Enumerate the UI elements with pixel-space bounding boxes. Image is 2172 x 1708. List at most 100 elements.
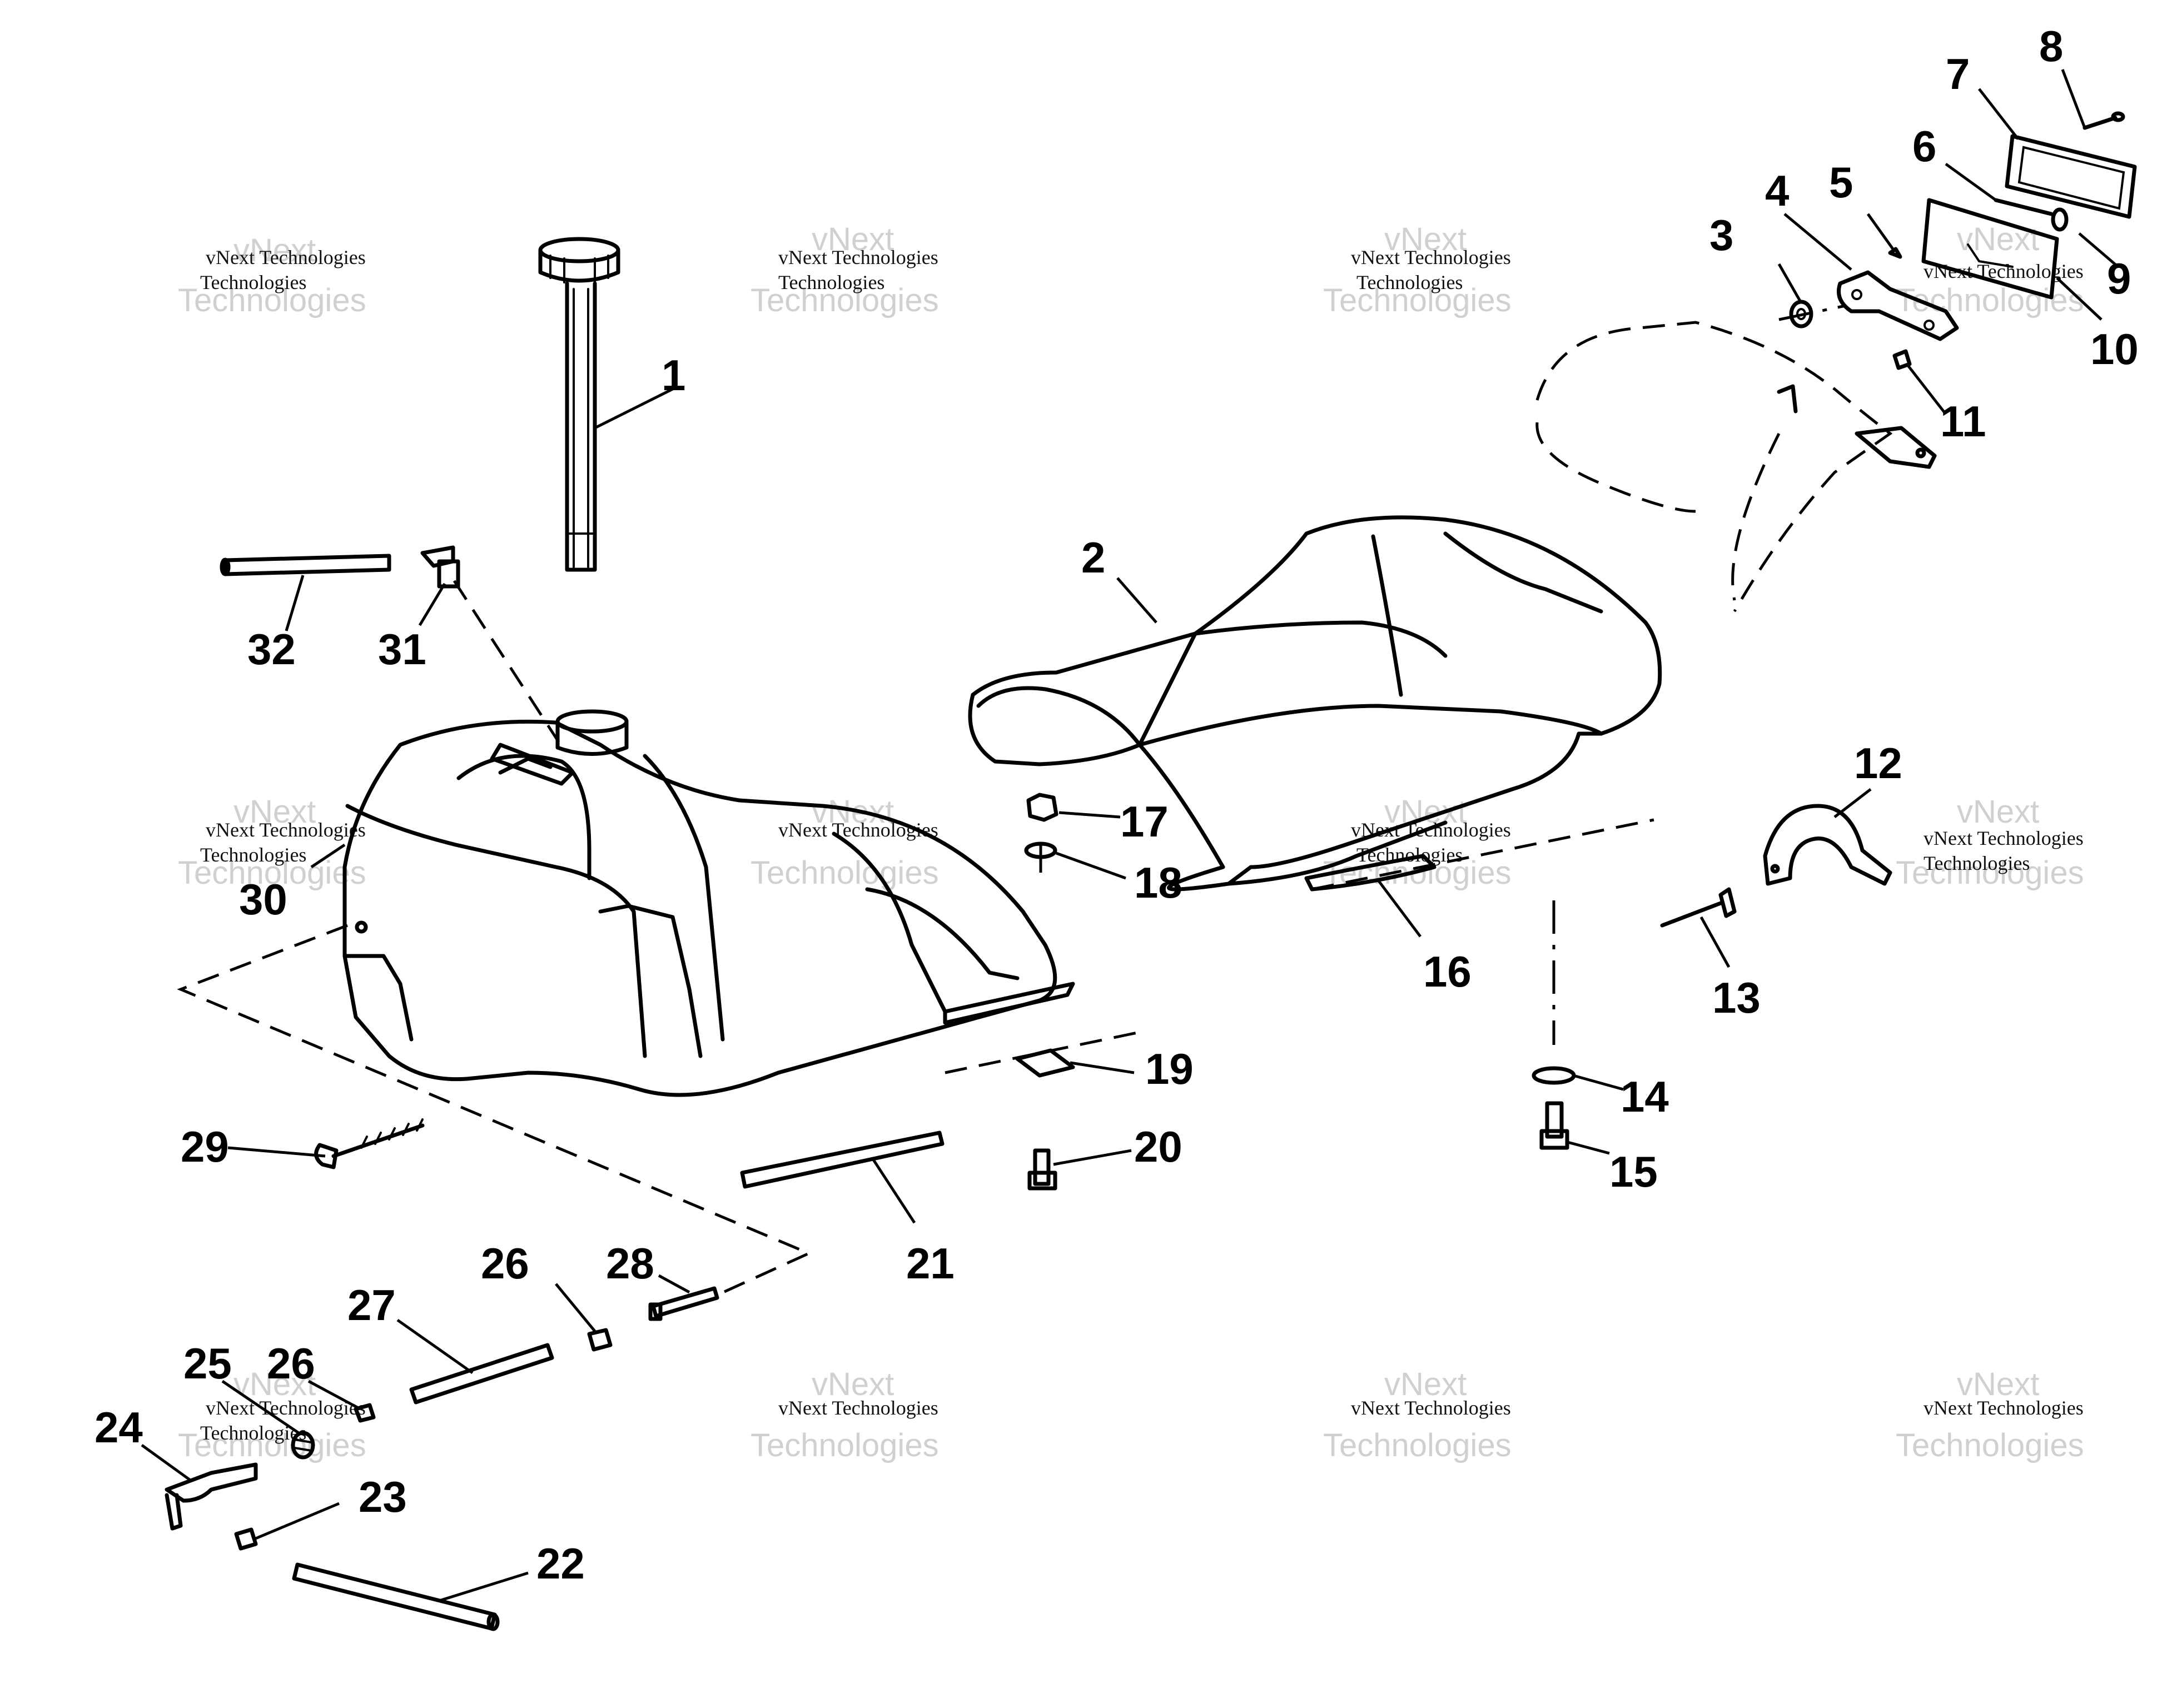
watermark-large: Technologies — [1323, 1427, 1512, 1463]
hose-end — [486, 1612, 500, 1631]
washer-body — [1532, 1066, 1576, 1085]
seat-rear-seam-2 — [1443, 531, 1603, 614]
watermark-ghost: vNext — [233, 232, 316, 268]
fitting-end — [648, 1302, 663, 1321]
cap-body — [234, 1527, 258, 1551]
gauge-cap — [538, 248, 620, 283]
seat-cushion-edge — [1137, 631, 1197, 747]
leader-line-32 — [285, 575, 305, 631]
lens-7 — [2005, 134, 2137, 219]
watermark-ghost: vNext — [233, 1366, 316, 1402]
latch-plate — [1304, 854, 1437, 892]
leader-line-6 — [1945, 162, 1997, 202]
leader-line-27 — [396, 1318, 474, 1375]
seat-lip — [976, 686, 1142, 747]
watermark-text: vNext Technologies — [1351, 246, 1511, 268]
fuel-tank — [342, 709, 1075, 1097]
grab-rail-end — [1855, 426, 1937, 469]
grab-rail-outline — [1535, 321, 1893, 613]
clamp-25 — [291, 1431, 315, 1460]
watermark: vNext Technologies vNext Technologies Te… — [178, 1366, 366, 1463]
callout-9: 9 — [2107, 254, 2131, 303]
watermark-large: Technologies — [1896, 1427, 2084, 1463]
leader-line-12 — [1833, 788, 1872, 818]
fitting-body — [437, 559, 460, 589]
watermark-large: Technologies — [750, 1427, 939, 1463]
watermarks: vNext Technologies vNext Technologies Te… — [178, 221, 2084, 1463]
leader-line-3 — [1777, 263, 1803, 304]
clamp-detail — [294, 1438, 312, 1452]
callouts: 1 2 3 4 5 6 7 8 9 10 11 12 13 14 15 16 1… — [95, 22, 2139, 1588]
seat-side-seam — [1137, 704, 1603, 747]
tank-strap-channel — [490, 743, 575, 786]
strip-body — [740, 1131, 945, 1189]
watermark-large: Technologies — [178, 282, 366, 318]
tank-front-edge — [345, 804, 647, 1058]
lens-body — [2005, 134, 2137, 219]
leader-line-25 — [221, 1380, 301, 1436]
callout-16: 16 — [1423, 947, 1472, 996]
gauge-cap-top — [538, 237, 620, 263]
seat-outline — [971, 515, 1662, 892]
callout-12: 12 — [1854, 739, 1902, 788]
tank-tunnel-inner — [865, 887, 1020, 980]
clip-body — [1888, 247, 1902, 259]
callout-23: 23 — [359, 1472, 407, 1521]
tank-tunnel-wall — [832, 831, 947, 1014]
watermark-text: vNext Technologies — [1924, 827, 2084, 849]
bolt-shank — [1545, 1101, 1564, 1139]
assembly-guide-line — [1311, 818, 1654, 891]
watermark-text: vNext Technologies — [206, 246, 366, 268]
watermark-text: vNext Technologies — [1924, 1397, 2084, 1419]
watermark: vNext Technologies vNext Technologies — [750, 794, 939, 891]
drain-clip — [314, 1143, 339, 1169]
leader-line-22 — [439, 1571, 529, 1602]
watermark-text: vNext Technologies — [778, 819, 938, 841]
watermark: vNext Technologies vNext Technologies Te… — [750, 221, 939, 318]
leader-line-11 — [1906, 363, 1947, 415]
valve-24 — [165, 1462, 258, 1531]
watermark-large: Technologies — [750, 855, 939, 891]
elbow-fitting-31 — [420, 545, 460, 589]
leader-line-17 — [1058, 811, 1121, 819]
leader-line-8 — [2061, 69, 2086, 128]
watermark-text-2: Technologies — [200, 844, 306, 866]
bracket-hole — [1770, 864, 1780, 874]
watermark-text: vNext Technologies — [778, 246, 938, 268]
grab-rail-outline — [1535, 422, 1696, 513]
bracket-plate — [1837, 270, 1959, 341]
watermark-text: vNext Technologies — [206, 1397, 366, 1419]
watermark: vNext Technologies vNext Technologies — [750, 1366, 939, 1463]
watermark-large: Technologies — [750, 282, 939, 318]
cap-26b — [354, 1403, 376, 1423]
watermark-ghost: vNext — [1384, 1366, 1467, 1402]
callout-22: 22 — [536, 1539, 585, 1588]
leader-line-26b — [307, 1380, 361, 1411]
hose-end — [220, 557, 231, 576]
callout-7: 7 — [1946, 49, 1970, 98]
watermark-large: Technologies — [1896, 282, 2084, 318]
grab-rail-outline — [1731, 432, 1781, 601]
callout-8: 8 — [2039, 22, 2063, 71]
leader-line-29 — [227, 1146, 326, 1158]
bolt-shank — [1033, 1148, 1051, 1186]
watermark-large: Technologies — [178, 855, 366, 891]
watermark: vNext Technologies vNext Technologies Te… — [1323, 221, 1512, 318]
callout-27: 27 — [347, 1281, 396, 1329]
rivet-13 — [1660, 887, 1737, 928]
plate-19 — [1015, 1048, 1075, 1078]
fitting-body — [651, 1286, 719, 1318]
leader-lines — [141, 69, 2119, 1602]
bulb-body — [2051, 207, 2069, 232]
leader-line-28 — [658, 1274, 690, 1294]
drain-stem — [331, 1123, 425, 1158]
callout-20: 20 — [1134, 1122, 1182, 1171]
cap-body — [354, 1403, 376, 1423]
leader-line-15 — [1567, 1141, 1610, 1155]
rivet-pin — [1660, 901, 1723, 928]
housing-body — [1921, 198, 2059, 300]
bolt-20 — [1027, 1148, 1057, 1191]
watermark-ghost: vNext — [1957, 221, 2039, 257]
callout-28: 28 — [606, 1239, 654, 1288]
